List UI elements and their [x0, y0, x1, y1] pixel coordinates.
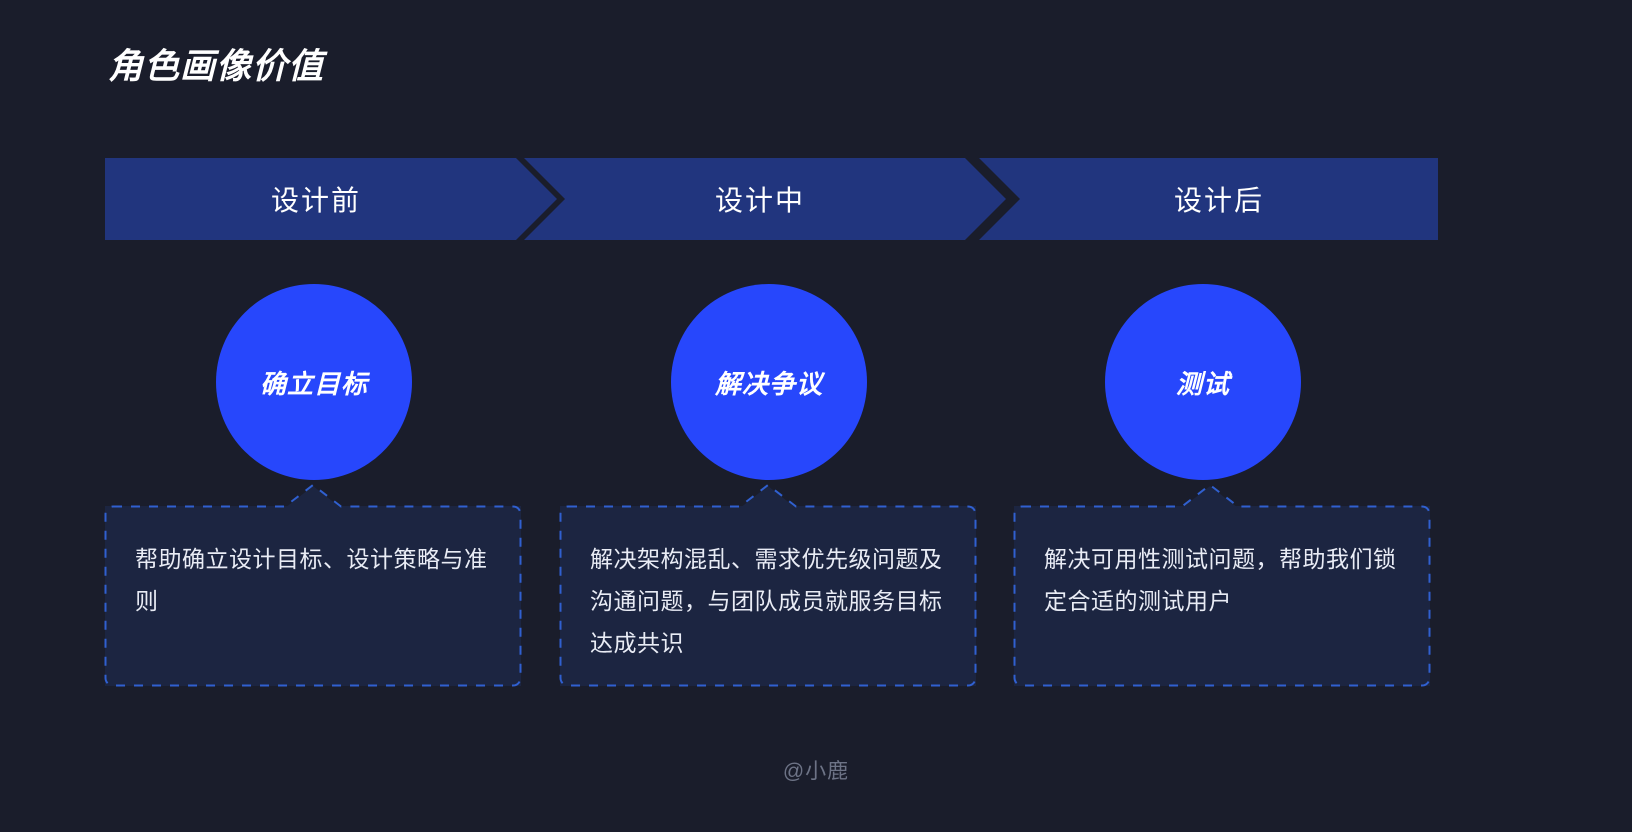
stage-circle-label: 确立目标	[259, 368, 368, 399]
description-text: 解决架构混乱、需求优先级问题及沟通问题，与团队成员就服务目标达成共识	[590, 546, 943, 656]
description-text: 帮助确立设计目标、设计策略与准则	[135, 546, 488, 614]
card-notch-pointer	[1182, 486, 1238, 508]
phase-segment-after[interactable]: 设计后	[979, 158, 1438, 240]
stage-circle-resolve-disputes[interactable]: 解决争议	[671, 284, 867, 480]
description-text: 解决可用性测试问题，帮助我们锁定合适的测试用户	[1044, 546, 1397, 614]
description-card-before: 帮助确立设计目标、设计策略与准则	[104, 483, 522, 687]
phase-label-after: 设计后	[1173, 185, 1264, 216]
phase-label-before: 设计前	[270, 185, 361, 216]
card-dashed-outline	[104, 483, 522, 687]
description-card-during: 解决架构混乱、需求优先级问题及沟通问题，与团队成员就服务目标达成共识	[559, 483, 977, 687]
stage-circle-establish-goals[interactable]: 确立目标	[216, 284, 412, 480]
card-dashed-outline	[559, 483, 977, 687]
phase-label-during: 设计中	[714, 185, 805, 216]
stage-circle-label: 测试	[1175, 368, 1230, 399]
watermark: @小鹿	[782, 760, 850, 783]
stage-circle-label: 解决争议	[714, 368, 823, 399]
phase-segment-before[interactable]: 设计前	[105, 158, 557, 240]
description-card-after: 解决可用性测试问题，帮助我们锁定合适的测试用户	[1013, 483, 1431, 687]
phase-banner: 设计前 设计中 设计后	[105, 158, 1438, 240]
card-dashed-outline	[1013, 483, 1431, 687]
phase-segment-during[interactable]: 设计中	[524, 158, 1006, 240]
card-notch-pointer	[285, 486, 341, 508]
stage-circle-testing[interactable]: 测试	[1105, 284, 1301, 480]
card-notch-pointer	[740, 486, 796, 508]
page-title: 角色画像价值	[108, 47, 325, 86]
